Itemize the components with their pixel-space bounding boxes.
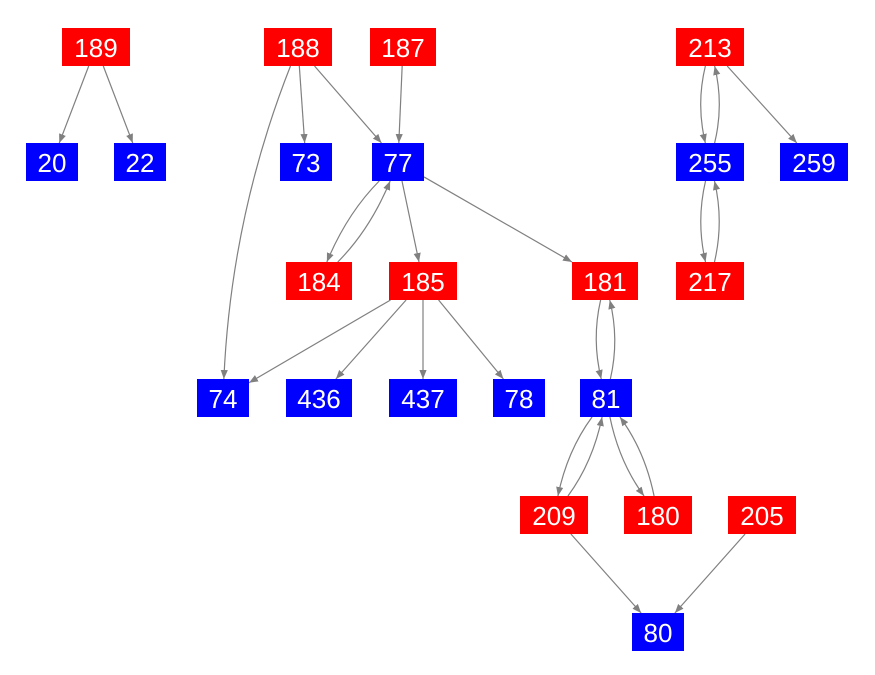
nodes-layer: 189 188 187 213 20 22 73 77 255 259 184 185 181 217 74… [26,28,848,651]
node-255[interactable]: 255 [676,143,744,181]
node-box [624,496,692,534]
edge-81-to-180 [609,416,645,497]
node-label: 255 [688,148,731,178]
node-box [676,28,744,66]
edge-181-to-81 [595,299,603,380]
node-box [264,28,332,66]
node-label: 187 [381,33,424,63]
node-74[interactable]: 74 [197,379,249,417]
node-box [572,262,638,300]
edge-185-to-436 [335,299,407,380]
node-80[interactable]: 80 [632,613,684,651]
node-label: 437 [401,384,444,414]
edges-layer [58,65,798,614]
node-181[interactable]: 181 [572,262,638,300]
node-box [197,379,249,417]
node-box [62,28,130,66]
node-box [370,28,436,66]
edge-209-to-80 [570,533,642,614]
node-box [286,379,352,417]
node-label: 436 [297,384,340,414]
node-185[interactable]: 185 [389,262,457,300]
node-437[interactable]: 437 [389,379,457,417]
edge-180-to-81 [619,416,655,497]
node-label: 213 [688,33,731,63]
node-label: 22 [126,148,155,178]
node-label: 181 [583,267,626,297]
edge-213-to-259 [726,65,798,144]
edge-188-to-77 [314,65,382,144]
node-box [389,262,457,300]
node-box [676,262,744,300]
node-box [372,143,424,181]
node-77[interactable]: 77 [372,143,424,181]
node-217[interactable]: 217 [676,262,744,300]
node-213[interactable]: 213 [676,28,744,66]
node-436[interactable]: 436 [286,379,352,417]
edge-77-to-184 [326,180,380,263]
node-73[interactable]: 73 [280,143,332,181]
node-188[interactable]: 188 [264,28,332,66]
node-label: 259 [792,148,835,178]
node-label: 184 [297,267,340,297]
edge-77-to-185 [401,180,421,263]
edge-185-to-74 [248,299,391,384]
node-box [26,143,78,181]
node-box [728,496,796,534]
edge-77-to-181 [423,176,573,263]
node-box [114,143,166,181]
edge-217-to-255 [713,180,721,263]
edge-255-to-213 [713,65,721,144]
node-78[interactable]: 78 [493,379,545,417]
node-label: 78 [505,384,534,414]
node-box [676,143,744,181]
node-180[interactable]: 180 [624,496,692,534]
node-label: 205 [740,501,783,531]
node-box [632,613,684,651]
node-box [286,262,352,300]
node-label: 77 [384,148,413,178]
node-label: 180 [636,501,679,531]
node-label: 73 [292,148,321,178]
node-box [780,143,848,181]
node-label: 217 [688,267,731,297]
node-184[interactable]: 184 [286,262,352,300]
edge-205-to-80 [674,533,746,614]
node-20[interactable]: 20 [26,143,78,181]
edge-189-to-20 [58,65,90,144]
edge-184-to-77 [337,180,391,263]
node-label: 209 [532,501,575,531]
edge-188-to-73 [298,65,308,144]
node-label: 80 [644,618,673,648]
node-259[interactable]: 259 [780,143,848,181]
edge-189-to-22 [102,65,134,144]
node-205[interactable]: 205 [728,496,796,534]
node-187[interactable]: 187 [370,28,436,66]
node-label: 20 [38,148,67,178]
node-label: 189 [74,33,117,63]
node-label: 74 [209,384,238,414]
node-label: 185 [401,267,444,297]
node-81[interactable]: 81 [580,379,632,417]
node-box [580,379,632,417]
node-label: 188 [276,33,319,63]
edge-188-to-74 [220,65,292,380]
node-22[interactable]: 22 [114,143,166,181]
node-box [520,496,588,534]
edge-81-to-209 [556,416,593,497]
node-box [389,379,457,417]
node-189[interactable]: 189 [62,28,130,66]
edge-255-to-217 [699,180,707,263]
edge-209-to-81 [567,416,604,497]
edge-213-to-255 [699,65,707,144]
edge-185-to-78 [438,299,504,380]
node-209[interactable]: 209 [520,496,588,534]
node-box [280,143,332,181]
node-box [493,379,545,417]
edge-81-to-181 [608,299,616,380]
node-label: 81 [592,384,621,414]
edge-187-to-77 [395,65,403,144]
